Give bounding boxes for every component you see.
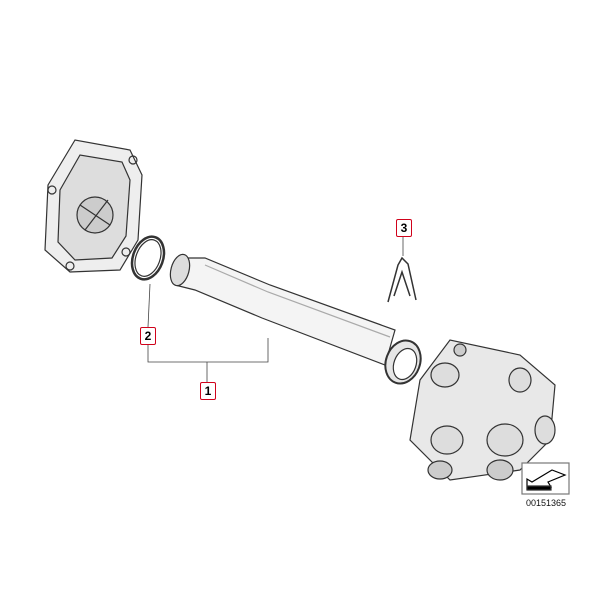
arrow-box-icon [521, 462, 570, 495]
o-ring-drawing [130, 235, 166, 281]
callout-3[interactable]: 3 [396, 219, 412, 237]
leader-lines [147, 236, 404, 382]
callout-2[interactable]: 2 [140, 327, 156, 345]
pipe-drawing [169, 253, 422, 385]
thermostat-housing-drawing [409, 339, 556, 481]
callout-1[interactable]: 1 [200, 382, 216, 400]
clip-drawing [387, 256, 417, 303]
drawing-number: 00151365 [526, 498, 567, 508]
water-pump-drawing [44, 139, 143, 273]
